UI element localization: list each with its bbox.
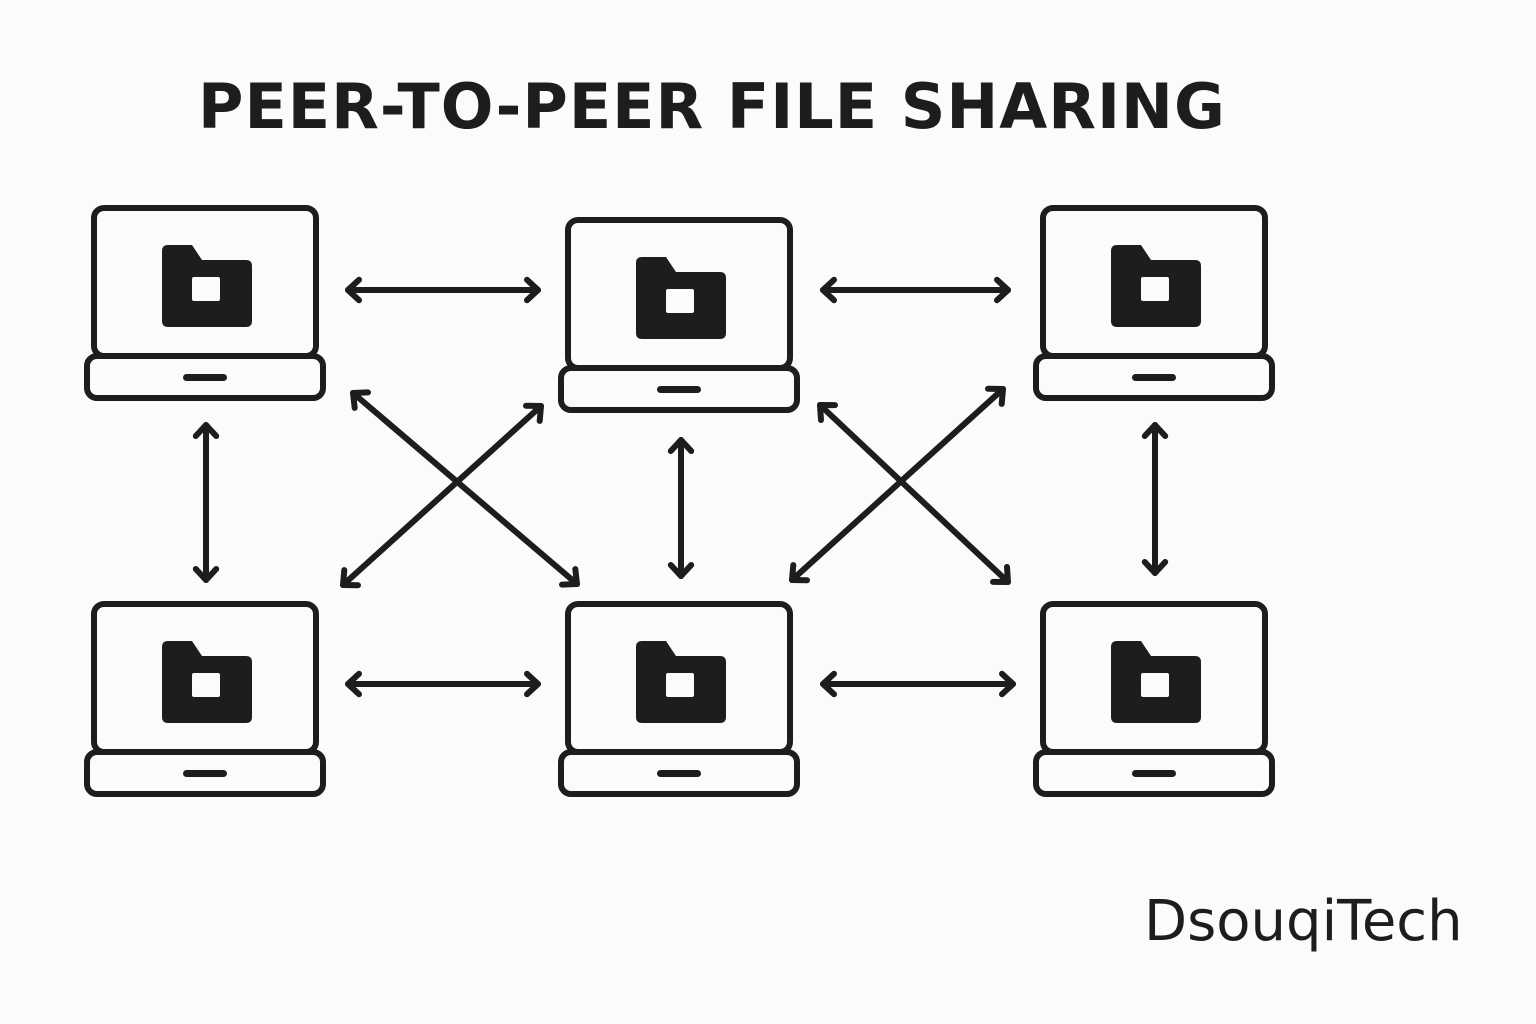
connection-arrow-peer-top-left-to-peer-top-center bbox=[345, 276, 541, 304]
connections-layer bbox=[192, 276, 1169, 698]
trackpad-slot bbox=[1132, 374, 1176, 381]
connection-arrow-peer-top-left-to-peer-bottom-left bbox=[192, 422, 220, 583]
connection-arrow-peer-top-center-to-peer-top-right bbox=[820, 276, 1011, 304]
trackpad-slot bbox=[657, 386, 701, 393]
arrow-shaft bbox=[817, 402, 1011, 585]
arrowhead-end bbox=[667, 562, 695, 579]
trackpad-slot bbox=[183, 374, 227, 381]
arrowhead-start bbox=[345, 670, 362, 698]
peers-layer bbox=[84, 205, 1275, 797]
laptop-with-folder-icon bbox=[636, 641, 726, 723]
peer-bottom-center bbox=[558, 601, 800, 797]
arrowhead-start bbox=[345, 276, 362, 304]
arrowhead-start bbox=[340, 567, 361, 589]
arrowhead-start bbox=[789, 562, 810, 584]
connection-arrow-peer-top-left-to-peer-bottom-center bbox=[350, 389, 580, 588]
connection-arrow-peer-top-right-to-peer-bottom-right bbox=[1141, 422, 1169, 576]
arrowhead-end bbox=[999, 670, 1016, 698]
laptop-with-folder-icon bbox=[162, 245, 252, 327]
peer-top-left bbox=[84, 205, 326, 401]
page-title: PEER-TO-PEER FILE SHARING bbox=[198, 70, 1226, 143]
connection-arrow-peer-bottom-center-to-peer-bottom-right bbox=[820, 670, 1016, 698]
connection-arrow-peer-top-center-to-peer-bottom-right bbox=[817, 402, 1011, 585]
arrowhead-start bbox=[820, 276, 837, 304]
arrowhead-start bbox=[1141, 422, 1169, 439]
peer-bottom-left bbox=[84, 601, 326, 797]
connection-arrow-peer-bottom-left-to-peer-bottom-center bbox=[345, 670, 541, 698]
laptop-with-folder-icon bbox=[1111, 245, 1201, 327]
arrowhead-end bbox=[985, 385, 1006, 407]
connection-arrow-peer-bottom-center-to-peer-top-right bbox=[789, 385, 1006, 584]
connection-arrow-peer-top-center-to-peer-bottom-center bbox=[667, 437, 695, 579]
arrowhead-end bbox=[524, 670, 541, 698]
peer-top-right bbox=[1033, 205, 1275, 401]
arrowhead-start bbox=[667, 437, 695, 454]
arrowhead-start bbox=[820, 670, 837, 698]
laptop-with-folder-icon bbox=[1111, 641, 1201, 723]
brand-logo-text: DsouqiTech bbox=[1144, 889, 1463, 954]
arrowhead-end bbox=[559, 566, 580, 588]
arrow-shaft bbox=[789, 386, 1006, 583]
arrowhead-end bbox=[524, 276, 541, 304]
arrow-shaft bbox=[350, 390, 580, 587]
trackpad-slot bbox=[183, 770, 227, 777]
arrowhead-start bbox=[350, 389, 371, 411]
laptop-with-folder-icon bbox=[636, 257, 726, 339]
arrowhead-end bbox=[994, 276, 1011, 304]
laptop-with-folder-icon bbox=[162, 641, 252, 723]
arrowhead-end bbox=[1141, 559, 1169, 576]
trackpad-slot bbox=[1132, 770, 1176, 777]
arrowhead-end bbox=[192, 566, 220, 583]
peer-bottom-right bbox=[1033, 601, 1275, 797]
arrowhead-end bbox=[990, 564, 1011, 585]
arrowhead-start bbox=[817, 402, 838, 423]
trackpad-slot bbox=[657, 770, 701, 777]
arrowhead-end bbox=[523, 402, 544, 424]
arrow-shaft bbox=[340, 403, 544, 588]
connection-arrow-peer-bottom-left-to-peer-top-center bbox=[340, 402, 544, 589]
arrowhead-start bbox=[192, 422, 220, 439]
peer-top-center bbox=[558, 217, 800, 413]
